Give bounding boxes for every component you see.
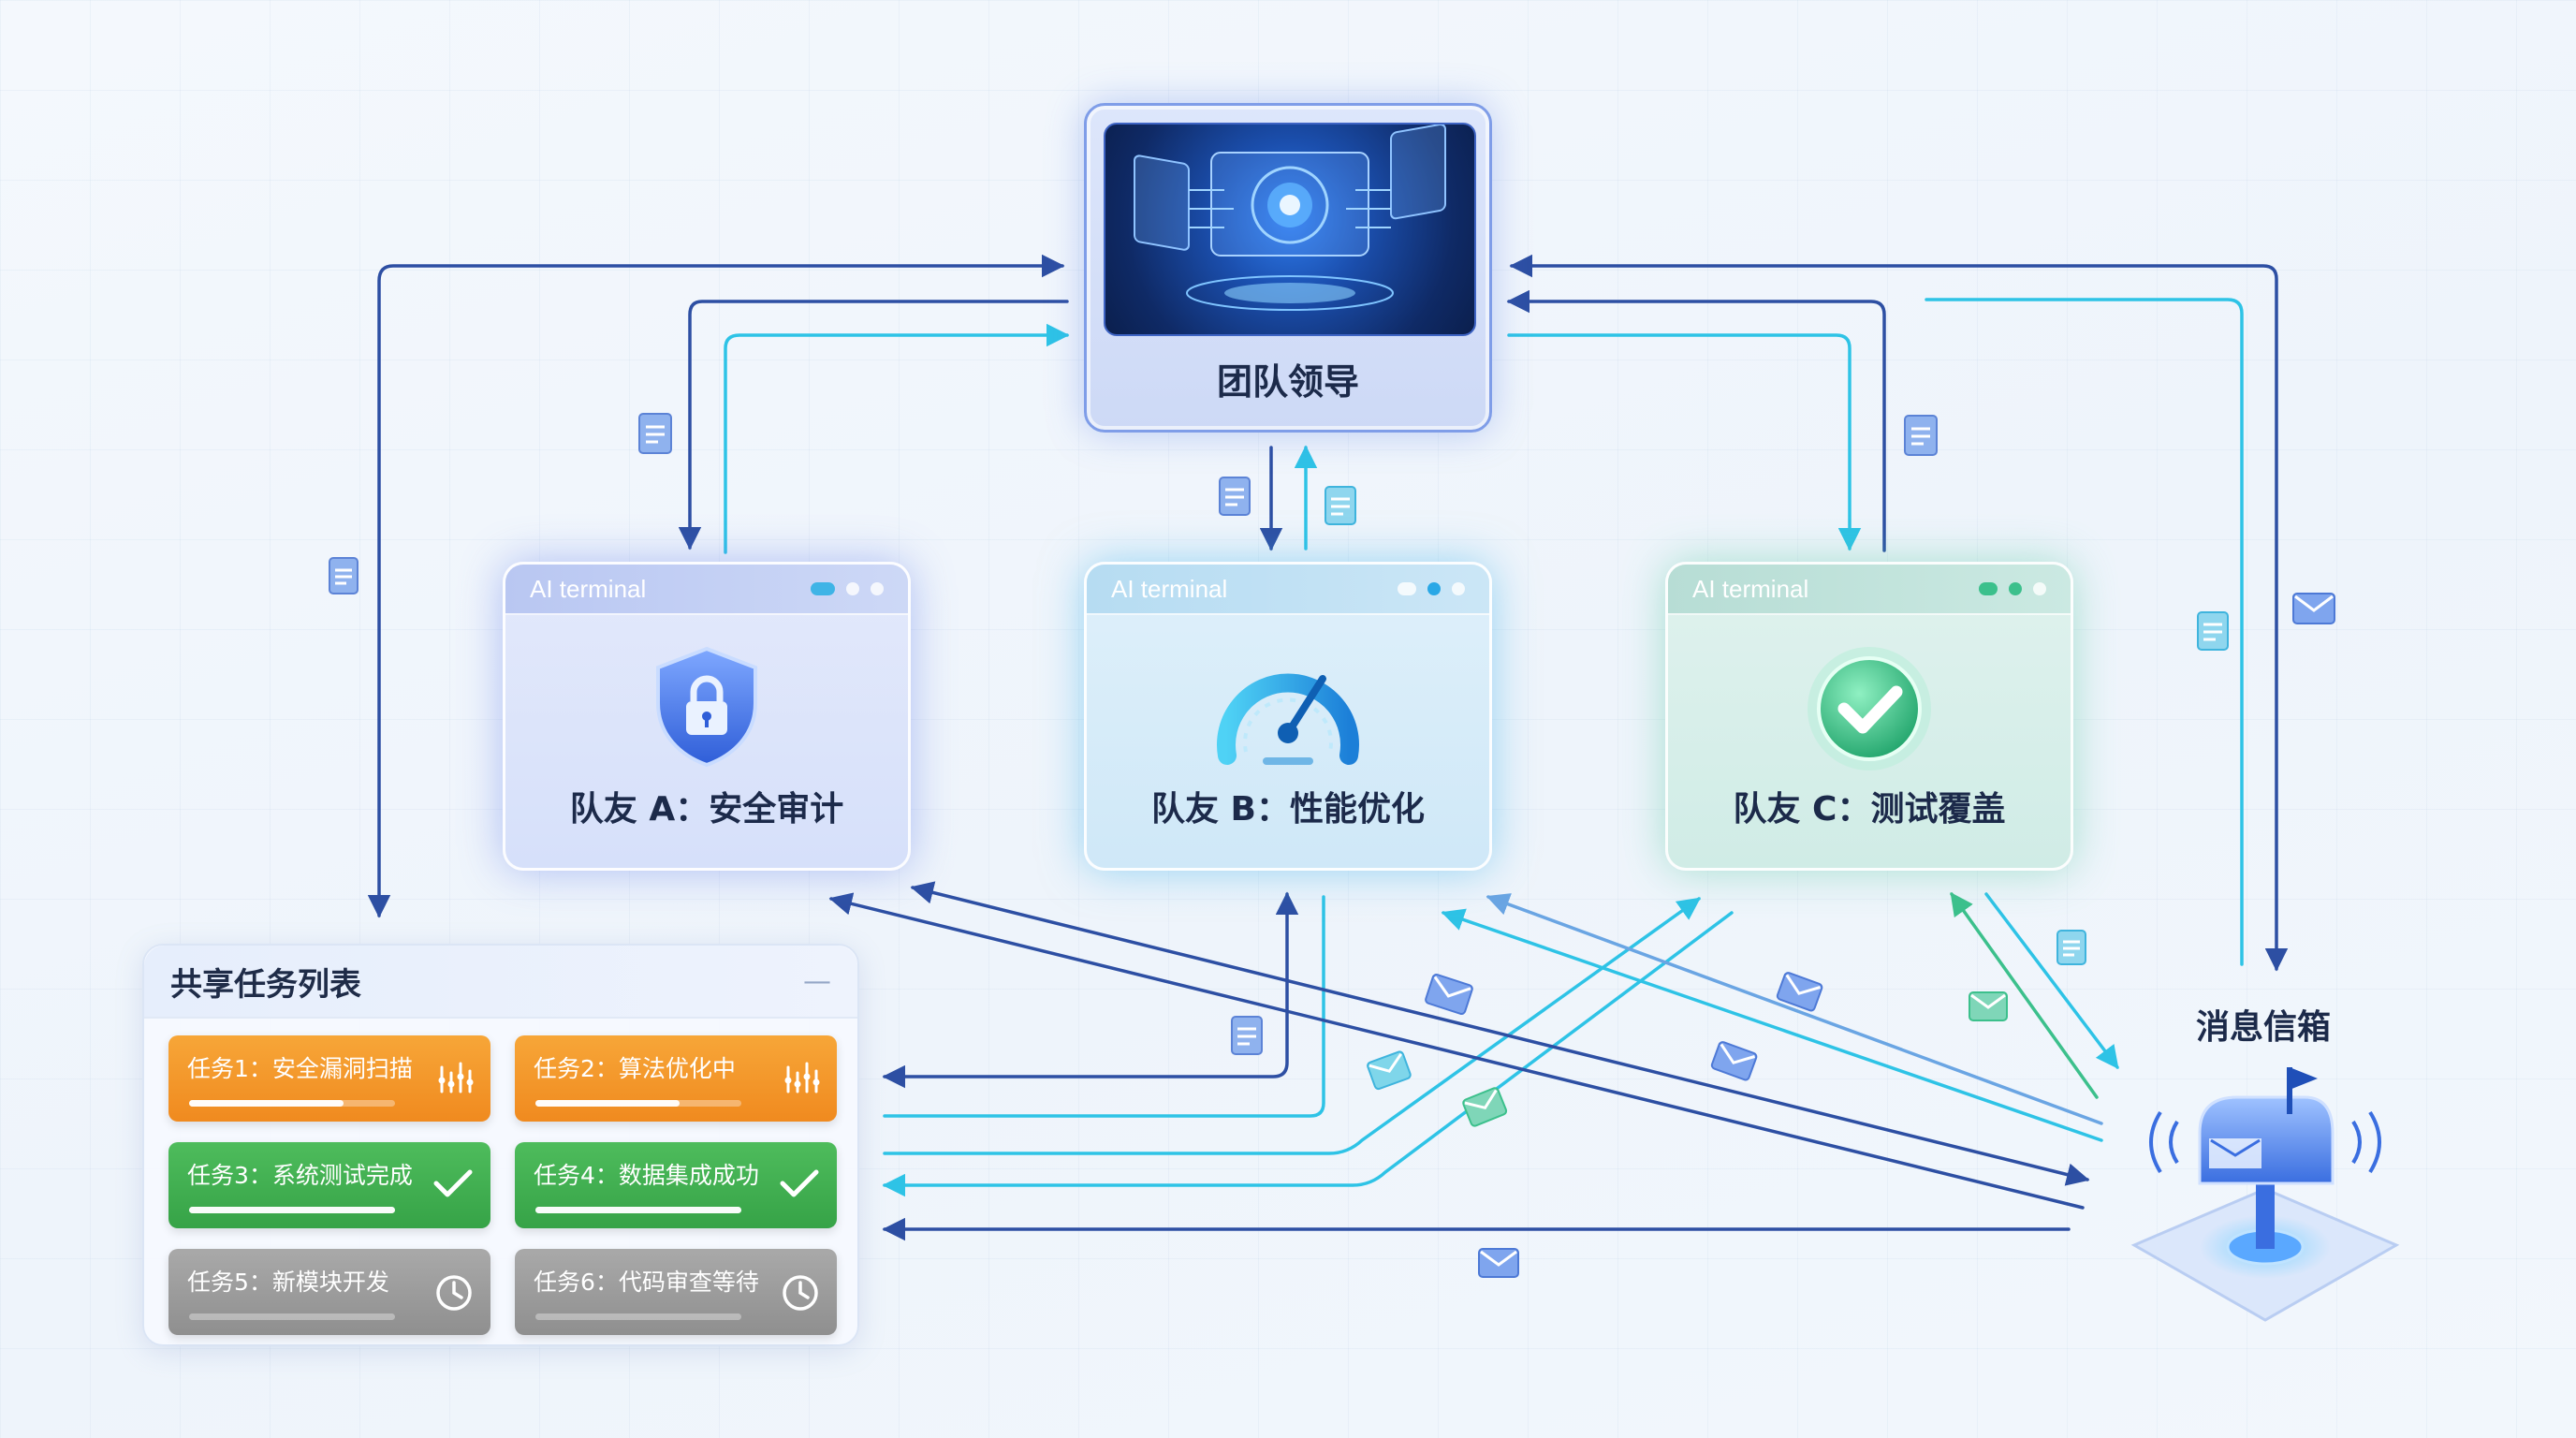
task-label: 任务6：代码审查等待 — [534, 1269, 759, 1296]
window-control-dot[interactable] — [1452, 582, 1465, 595]
document-icon — [1219, 477, 1251, 516]
leader-hologram-screen — [1104, 123, 1476, 336]
teammate-b-name: 队友 B：性能优化 — [1151, 790, 1425, 829]
task-list-title: 共享任务列表 — [170, 965, 361, 1004]
task-label: 任务5：新模块开发 — [187, 1269, 389, 1296]
terminal-title: AI terminal — [1111, 574, 1228, 603]
window-control-dot[interactable] — [871, 582, 884, 595]
document-icon — [2197, 611, 2229, 651]
task-label: 任务1：安全漏洞扫描 — [187, 1055, 413, 1082]
hologram-core-icon — [1134, 125, 1446, 311]
task-progress-bar — [189, 1313, 395, 1320]
wire-c-to-mailbox — [1984, 892, 2119, 1069]
teammate-a-name: 队友 A：安全审计 — [569, 790, 844, 829]
envelope-icon — [1367, 1050, 1412, 1091]
envelope-icon — [1776, 972, 1823, 1012]
wire-mailbox-to-a — [828, 892, 2085, 1210]
window-control-dot[interactable] — [1398, 582, 1416, 595]
teammate-c-name: 队友 C：测试覆盖 — [1733, 790, 2006, 829]
equalizer-icon — [438, 1062, 474, 1093]
task-label: 任务2：算法优化中 — [534, 1055, 736, 1082]
document-icon — [1325, 486, 1356, 525]
mailbox-icon[interactable] — [2097, 1049, 2434, 1357]
wire-leader-to-c — [1507, 333, 1862, 551]
checkmark-icon — [433, 1169, 473, 1197]
wire-a-to-leader — [724, 323, 1070, 554]
task-card[interactable]: 任务1：安全漏洞扫描 — [168, 1035, 490, 1122]
wire-c-to-leader — [1506, 289, 1886, 552]
window-control-dot[interactable] — [1979, 582, 1998, 595]
task-card[interactable]: 任务3：系统测试完成 — [168, 1142, 490, 1228]
task-grid: 任务1：安全漏洞扫描 任务2：算法优化中 任务3：系统测试完成 — [168, 1035, 837, 1335]
task-progress-fill — [535, 1100, 680, 1107]
window-control-dot[interactable] — [1427, 582, 1441, 595]
window-control-dot[interactable] — [2009, 582, 2022, 595]
task-progress-bar — [535, 1207, 741, 1213]
wire-mailbox-to-c — [1950, 892, 2099, 1099]
minimize-button[interactable]: — — [803, 964, 831, 998]
terminal-titlebar: AI terminal — [1087, 565, 1489, 615]
task-progress-bar — [535, 1313, 741, 1320]
wire-leader-to-mailbox — [1925, 298, 2244, 966]
task-progress-fill — [535, 1207, 741, 1213]
window-control-dot[interactable] — [846, 582, 859, 595]
window-control-dot[interactable] — [811, 582, 835, 595]
shield-lock-icon — [656, 646, 757, 768]
task-list-header: 共享任务列表 — — [144, 946, 857, 1019]
task-card[interactable]: 任务2：算法优化中 — [515, 1035, 837, 1122]
envelope-icon — [2292, 593, 2335, 624]
document-icon — [2056, 930, 2086, 965]
wire-mailbox-to-leader — [1509, 254, 2289, 972]
wire-leader-to-tasklist — [367, 254, 1065, 918]
window-controls — [1979, 582, 2046, 595]
wire-a-to-mailbox — [910, 881, 2090, 1186]
task-card[interactable]: 任务6：代码审查等待 — [515, 1249, 837, 1335]
wire-mailbox-to-b — [1441, 908, 2103, 1142]
window-controls — [811, 582, 884, 595]
envelope-icon — [1969, 991, 2008, 1021]
window-control-dot[interactable] — [2033, 582, 2046, 595]
wire-b-to-tasklist — [882, 891, 1299, 1089]
envelope-icon — [1710, 1041, 1758, 1081]
document-icon — [1231, 1016, 1263, 1055]
envelope-icon — [1425, 974, 1473, 1015]
task-label: 任务4：数据集成成功 — [534, 1162, 759, 1189]
leader-label: 团队领导 — [1216, 361, 1359, 403]
wire-leader-to-a — [678, 300, 1069, 550]
wire-b-to-mailbox — [1486, 893, 2103, 1125]
checkmark-icon — [780, 1169, 819, 1197]
shared-task-list-panel: 共享任务列表 — 任务1：安全漏洞扫描 任务2：算法优化中 任务3：系统测试完成 — [142, 944, 859, 1346]
check-circle-icon — [1808, 647, 1931, 770]
envelope-icon — [1478, 1248, 1519, 1278]
teammate-a-terminal[interactable]: AI terminal 队友 A：安全审计 — [503, 562, 911, 871]
task-progress-bar — [189, 1207, 395, 1213]
terminal-title: AI terminal — [530, 574, 647, 603]
wire-c-to-tasklist — [882, 911, 1734, 1197]
teammate-b-terminal[interactable]: AI terminal 队友 B：性能优化 — [1084, 562, 1492, 871]
document-icon — [638, 413, 672, 454]
document-icon — [1904, 415, 1938, 456]
task-progress-bar — [189, 1100, 395, 1107]
clock-icon — [783, 1275, 818, 1311]
task-progress-bar — [535, 1100, 741, 1107]
teammate-c-terminal[interactable]: AI terminal 队友 C：测试覆盖 — [1665, 562, 2073, 871]
speedometer-icon — [1217, 673, 1359, 765]
task-progress-fill — [189, 1207, 395, 1213]
mailbox-label: 消息信箱 — [2195, 1008, 2331, 1047]
terminal-titlebar: AI terminal — [505, 565, 908, 615]
team-leader-node[interactable]: 团队领导 — [1084, 103, 1492, 433]
terminal-titlebar: AI terminal — [1668, 565, 2071, 615]
terminal-title: AI terminal — [1692, 574, 1809, 603]
clock-icon — [436, 1275, 472, 1311]
task-card[interactable]: 任务5：新模块开发 — [168, 1249, 490, 1335]
task-progress-fill — [189, 1100, 344, 1107]
document-icon — [329, 557, 359, 594]
window-controls — [1398, 582, 1465, 595]
task-label: 任务3：系统测试完成 — [187, 1162, 413, 1189]
task-card[interactable]: 任务4：数据集成成功 — [515, 1142, 837, 1228]
envelope-icon — [1462, 1087, 1508, 1127]
equalizer-icon — [784, 1062, 820, 1093]
